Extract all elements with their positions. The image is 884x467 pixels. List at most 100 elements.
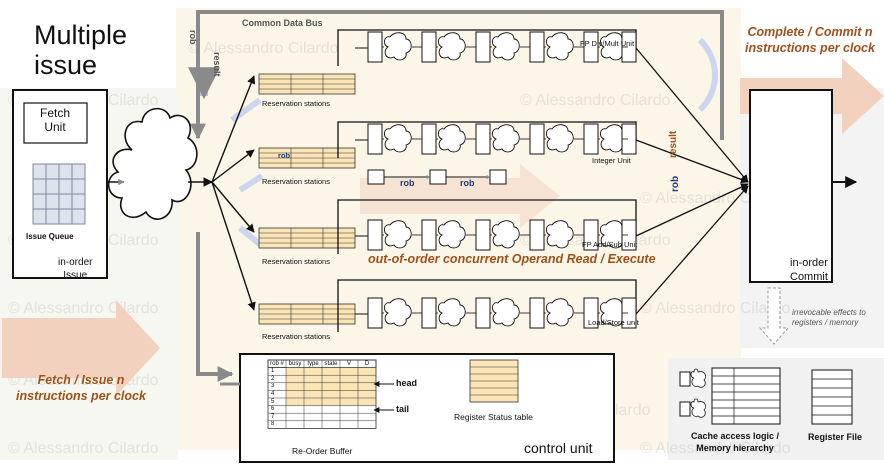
int-rob-a: rob: [400, 178, 415, 188]
rob-header-cell: rob #: [270, 360, 284, 367]
issue-queue-label: Issue Queue: [26, 232, 74, 241]
rob-header-cell: type: [307, 360, 319, 367]
irrevocable-arrow: [758, 287, 790, 345]
pipeline-register: [367, 297, 383, 329]
pipeline-register: [475, 219, 491, 251]
unit-label-fp-div: FP Div/Mult Unit: [580, 39, 635, 48]
commit-box: [749, 89, 833, 283]
pipeline-register: [529, 219, 545, 251]
rob-row-number: 1: [271, 368, 275, 375]
watermark: © Alessandro Cilardo: [520, 92, 671, 109]
rob-row-number: 6: [271, 406, 275, 413]
logic-cloud-icon: [491, 298, 520, 327]
pipeline-register: [421, 31, 437, 63]
logic-cloud-icon: [491, 220, 520, 249]
issue-text: Issue: [63, 270, 88, 281]
pipeline-register: [583, 123, 599, 155]
tail-label: tail: [396, 404, 410, 414]
int-rob-side-label: rob: [670, 175, 681, 192]
fetch-unit-box: [23, 102, 88, 144]
ooo-label: out-of-order concurrent Operand Read / E…: [368, 252, 656, 266]
regfile-label: Register File: [808, 432, 863, 442]
ooo-arrow: [360, 164, 560, 228]
rob-header-cell: busy: [288, 360, 302, 367]
reservation-station-3: [258, 227, 356, 249]
pipeline-register: [475, 297, 491, 329]
rob-row-number: 2: [271, 375, 275, 382]
watermark: © Alessandro Cilardo: [640, 300, 791, 317]
commit-box-label: in-order Commit: [790, 256, 828, 284]
watermark: © Alessandro Cilardo: [8, 440, 159, 457]
fetch-unit-label: Fetch Unit: [39, 106, 70, 134]
pipeline-register: [529, 123, 545, 155]
unit-label-integer: Integer Unit: [592, 156, 631, 165]
control-unit-label: control unit: [524, 440, 593, 456]
fetch-issue-arrow: [2, 300, 160, 396]
bus-rob-label: rob: [188, 30, 198, 45]
irrevocable-label: irrevocable effects to registers / memor…: [792, 308, 866, 327]
rob-row-number: 3: [271, 383, 275, 390]
common-data-bus-label: Common Data Bus: [242, 18, 323, 28]
reservation-station-2: [258, 147, 356, 169]
int-result-label: result: [668, 130, 679, 158]
reorder-buffer-table: [267, 359, 377, 429]
pipeline-register: [475, 31, 491, 63]
logic-cloud-icon: [437, 124, 466, 153]
fetch-issue-label: Fetch / Issue n instructions per clock: [16, 373, 146, 403]
pipeline-register: [475, 123, 491, 155]
issue-cloud-icon: [107, 107, 198, 220]
integer-rob-bypass: [367, 169, 507, 185]
pipeline-register: [529, 297, 545, 329]
logic-cloud-icon: [383, 298, 412, 327]
station-label-2: Reservation stations: [262, 177, 330, 186]
logic-cloud-icon: [545, 124, 574, 153]
rob-row-number: 8: [271, 421, 275, 428]
logic-cloud-icon: [437, 220, 466, 249]
unit-label-load-store: Load/Store unit: [588, 318, 639, 327]
station-label-4: Reservation stations: [262, 332, 330, 341]
commit-label: Complete / Commit n instructions per clo…: [745, 25, 875, 55]
logic-cloud-icon: [383, 220, 412, 249]
watermark: © Alessandro Cilardo: [188, 40, 339, 57]
in-order-issue-label: in-order Issue: [58, 256, 92, 282]
reservation-station-4: [258, 303, 356, 325]
logic-cloud-icon: [545, 298, 574, 327]
register-status-table: [469, 359, 519, 403]
station-rob-tag: rob: [278, 151, 291, 160]
register-file: [811, 369, 853, 425]
logic-cloud-icon: [545, 220, 574, 249]
in-order-text: in-order: [58, 257, 93, 268]
logic-cloud-icon: [491, 124, 520, 153]
logic-cloud-icon: [545, 32, 574, 61]
rob-row-number: 4: [271, 390, 275, 397]
rob-caption: Re-Order Buffer: [292, 446, 353, 456]
watermark: © Alessandro Cilardo: [640, 440, 791, 457]
logic-cloud-icon: [383, 32, 412, 61]
issue-queue-grid: [32, 163, 86, 225]
pipeline-register: [421, 123, 437, 155]
functional-unit-pipelines: [337, 29, 637, 332]
pipeline-register: [367, 31, 383, 63]
rob-header-cell: V: [346, 360, 351, 367]
rob-header-cell: D: [364, 360, 370, 367]
logic-cloud-icon: [383, 124, 412, 153]
pipeline-register: [529, 31, 545, 63]
logic-cloud-icon: [437, 32, 466, 61]
rob-row-number: 5: [271, 398, 275, 405]
bus-result-label: result: [212, 52, 222, 77]
logic-cloud-icon: [491, 32, 520, 61]
commit-in-order: in-order: [790, 257, 828, 269]
unit-frame: [337, 199, 637, 254]
head-label: head: [396, 378, 418, 388]
pipeline-register: [421, 297, 437, 329]
page-title: Multiple issue: [34, 20, 128, 80]
cache-access-logic: [679, 367, 781, 425]
rob-row-number: 7: [271, 413, 275, 420]
rob-header-cell: state: [324, 360, 338, 367]
common-data-bus: [190, 10, 724, 140]
station-label-3: Reservation stations: [262, 257, 330, 266]
logic-cloud-icon: [437, 298, 466, 327]
commit-text: Commit: [790, 271, 828, 283]
cache-label: Cache access logic / Memory hierarchy: [690, 431, 780, 453]
